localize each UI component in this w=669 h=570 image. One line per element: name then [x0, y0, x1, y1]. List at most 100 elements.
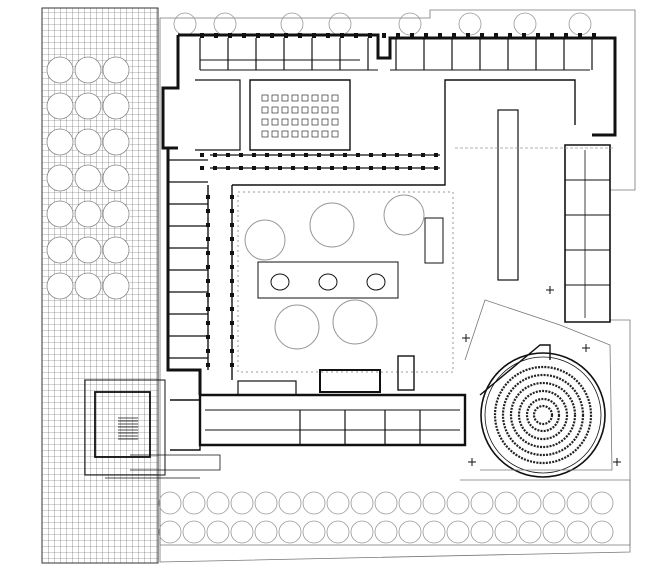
plaza-tree	[46, 56, 74, 84]
pier	[356, 153, 360, 157]
pier	[206, 251, 210, 255]
seat	[311, 118, 319, 126]
plaza-tree	[102, 164, 130, 192]
pier	[230, 251, 234, 255]
pier	[421, 166, 425, 170]
pier	[252, 166, 256, 170]
survey-marker	[613, 458, 621, 466]
tree	[302, 491, 326, 515]
plaza-tree	[102, 92, 130, 120]
survey-marker	[462, 334, 470, 342]
plaza-tree	[46, 92, 74, 120]
column-piers	[200, 33, 596, 367]
pier	[326, 33, 330, 38]
tree	[326, 520, 350, 544]
seat	[291, 94, 299, 102]
survey-marker	[546, 286, 554, 294]
site-markers	[462, 286, 621, 466]
pier	[230, 321, 234, 325]
pier	[206, 321, 210, 325]
pier	[408, 153, 412, 157]
pier	[356, 166, 360, 170]
seat	[301, 130, 309, 138]
tree	[158, 491, 182, 515]
tree	[182, 491, 206, 515]
pier	[421, 153, 425, 157]
pier	[214, 33, 218, 38]
seat	[291, 130, 299, 138]
tree	[254, 491, 278, 515]
tree	[446, 520, 470, 544]
seat	[281, 106, 289, 114]
seat	[311, 94, 319, 102]
plaza-tree	[74, 272, 102, 300]
plaza-tree	[102, 236, 130, 264]
pier	[382, 33, 386, 38]
pier	[368, 33, 372, 38]
seat	[331, 94, 339, 102]
pier	[536, 33, 540, 38]
pier	[438, 33, 442, 38]
pier	[206, 195, 210, 199]
survey-marker	[468, 458, 476, 466]
tree	[458, 12, 482, 36]
pier	[343, 166, 347, 170]
tree	[566, 491, 590, 515]
seat	[271, 106, 279, 114]
pier	[206, 293, 210, 297]
pier	[369, 166, 373, 170]
seating-ring	[517, 389, 569, 441]
seat	[301, 94, 309, 102]
seat	[261, 130, 269, 138]
seating-ring	[509, 381, 577, 449]
plaza-tree	[74, 92, 102, 120]
seat	[271, 94, 279, 102]
pier	[230, 237, 234, 241]
tree	[326, 491, 350, 515]
pier	[578, 33, 582, 38]
survey-marker	[582, 344, 590, 352]
pier	[480, 33, 484, 38]
pier	[312, 33, 316, 38]
pier	[396, 33, 400, 38]
seat	[291, 106, 299, 114]
tree	[446, 491, 470, 515]
seat	[321, 118, 329, 126]
tree	[398, 491, 422, 515]
plaza-tree	[74, 200, 102, 228]
seating-ring	[501, 373, 585, 457]
seat	[301, 118, 309, 126]
seat	[331, 106, 339, 114]
tree	[173, 12, 197, 36]
pier	[230, 195, 234, 199]
plaza-tree	[46, 272, 74, 300]
pier	[200, 33, 204, 38]
tree	[422, 520, 446, 544]
seat	[321, 130, 329, 138]
pier	[278, 153, 282, 157]
pier	[226, 153, 230, 157]
tree	[206, 491, 230, 515]
pier	[408, 166, 412, 170]
tree	[328, 12, 352, 36]
pier	[330, 153, 334, 157]
pier	[230, 293, 234, 297]
central-courtyard	[237, 191, 454, 373]
plaza-tree	[46, 128, 74, 156]
pier	[226, 166, 230, 170]
seat	[281, 118, 289, 126]
tree	[398, 520, 422, 544]
pier	[592, 33, 596, 38]
pier	[466, 33, 470, 38]
pier	[340, 33, 344, 38]
pier	[213, 166, 217, 170]
pier	[382, 166, 386, 170]
pier	[291, 153, 295, 157]
tree	[213, 12, 237, 36]
pier	[206, 265, 210, 269]
plaza-tree	[46, 164, 74, 192]
auditorium	[464, 299, 613, 478]
pier	[354, 33, 358, 38]
pier	[410, 33, 414, 38]
pier	[230, 223, 234, 227]
